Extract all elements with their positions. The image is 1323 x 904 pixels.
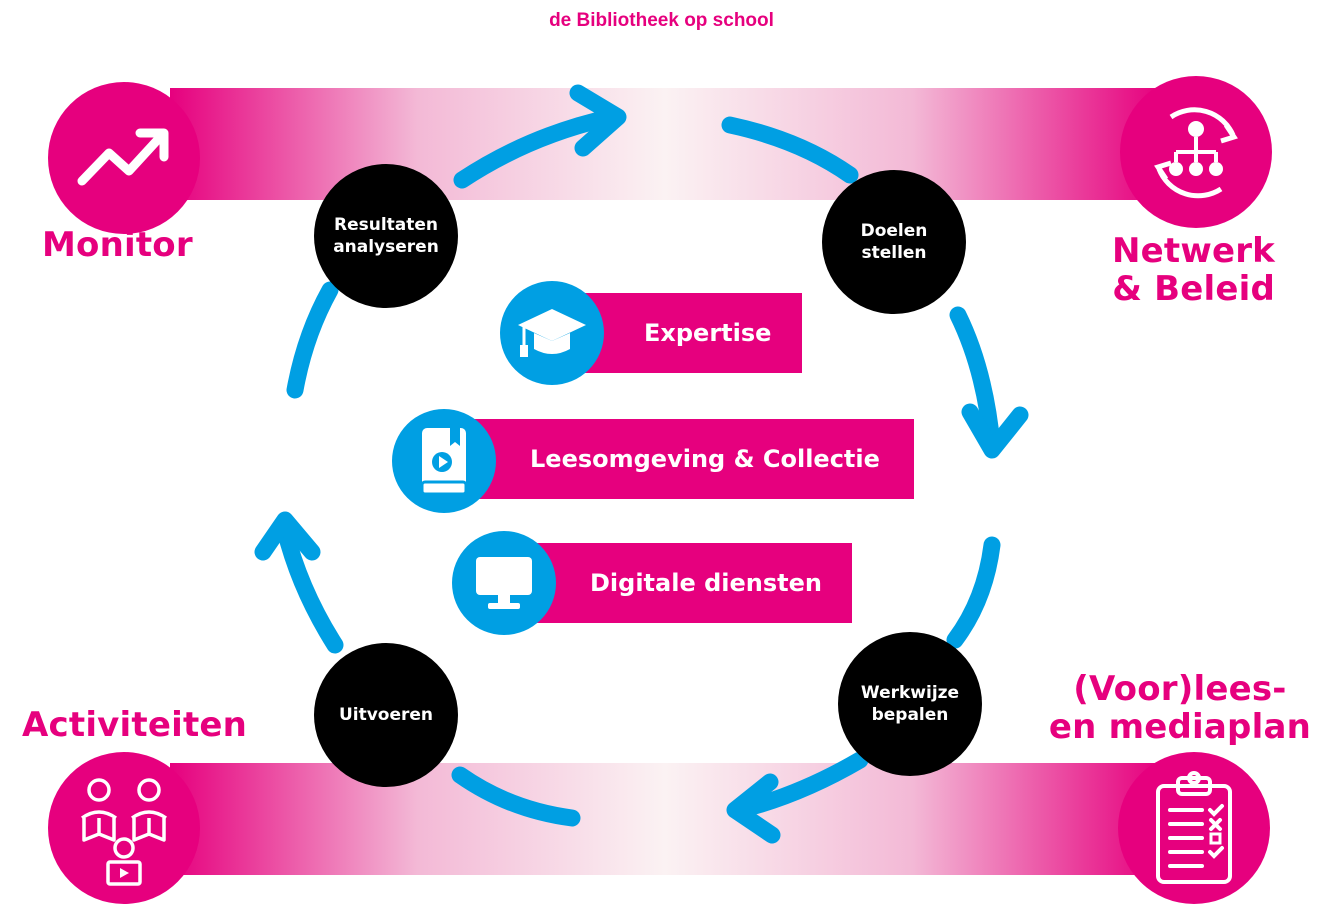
pillar-label-leesomgeving: Leesomgeving & Collectie	[530, 445, 880, 473]
arrowhead-right	[961, 403, 1029, 459]
monitor-circle	[48, 82, 200, 234]
pillar-digitale-diensten: Digitale diensten	[534, 543, 852, 623]
arc-left-lower	[276, 521, 344, 654]
arc-top-right	[721, 116, 859, 184]
arc-bottom-right	[731, 751, 869, 819]
arrowhead-bottom	[726, 773, 781, 844]
arc-top-left	[453, 108, 621, 189]
corner-label-monitor: Monitor	[42, 225, 193, 265]
book-play-icon	[420, 428, 468, 496]
activities-circle	[48, 752, 200, 904]
arrowhead-left	[254, 511, 321, 561]
clipboard-checklist-icon	[1156, 771, 1232, 884]
corner-label-network: Netwerk & Beleid	[1111, 231, 1275, 309]
pillar-icon-expertise	[500, 281, 604, 385]
step-doelen-stellen: Doelen stellen	[822, 170, 966, 314]
step-werkwijze-bepalen: Werkwijze bepalen	[838, 632, 982, 776]
pillar-expertise: Expertise	[578, 293, 802, 373]
pillar-label-digitale-diensten: Digitale diensten	[590, 569, 822, 597]
step-resultaten-analyseren: Resultaten analyseren	[314, 164, 458, 308]
pillar-icon-leesomgeving	[392, 409, 496, 513]
trend-arrow-icon	[77, 128, 169, 186]
top-band	[170, 88, 1160, 200]
bottom-band	[170, 763, 1160, 875]
monitor-icon	[476, 557, 532, 609]
arc-left-upper	[286, 281, 339, 399]
page-title: de Bibliotheek op school	[549, 10, 774, 31]
pillar-leesomgeving: Leesomgeving & Collectie	[472, 419, 914, 499]
arc-right-upper	[949, 306, 1001, 454]
plan-circle	[1118, 752, 1270, 904]
arc-right-lower	[946, 536, 1001, 649]
step-uitvoeren: Uitvoeren	[314, 643, 458, 787]
pillar-label-expertise: Expertise	[644, 319, 772, 347]
readers-icon	[80, 778, 168, 886]
corner-label-activities: Activiteiten	[22, 705, 248, 745]
graduation-cap-icon	[518, 309, 586, 357]
network-cycle-icon	[1154, 107, 1238, 199]
network-circle	[1120, 76, 1272, 228]
pillar-icon-digitale-diensten	[452, 531, 556, 635]
arrowhead-top	[569, 84, 627, 157]
corner-label-plan: (Voor)lees- en mediaplan	[1048, 669, 1311, 747]
arc-bottom-left	[451, 766, 581, 827]
